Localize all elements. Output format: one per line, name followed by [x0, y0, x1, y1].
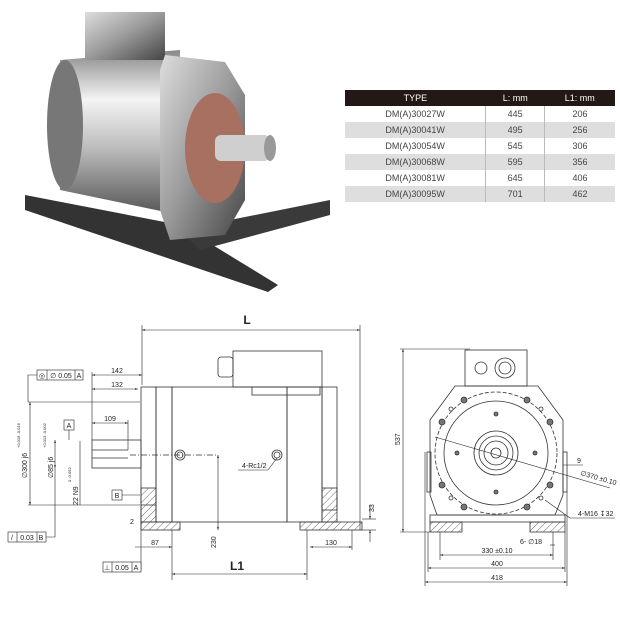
- tolerance-concentricity: ◎ ∅ 0.05 A: [27, 369, 84, 402]
- col-l: L: mm: [485, 90, 545, 106]
- col-type: TYPE: [345, 90, 486, 106]
- cell-l: 701: [485, 186, 545, 202]
- cell-l: 595: [485, 154, 545, 170]
- stator-body: [171, 386, 288, 523]
- svg-text:0.03: 0.03: [20, 535, 34, 542]
- cell-l1: 406: [544, 170, 615, 186]
- front-dimensions: [400, 348, 615, 586]
- cell-l1: 356: [544, 154, 615, 170]
- junction-box: [232, 350, 323, 388]
- cell-l: 495: [485, 122, 545, 138]
- svg-text:◎: ◎: [39, 373, 45, 380]
- side-dimensions: [28, 325, 376, 580]
- cell-type: DM(A)30054W: [385, 141, 445, 151]
- holes-label: 6- ∅18: [520, 539, 542, 546]
- cable-gland: [217, 356, 234, 378]
- tolerance-perpendicularity: ⊥ 0.05 A: [102, 561, 142, 573]
- svg-text:B: B: [115, 493, 120, 500]
- cell-l: 545: [485, 138, 545, 154]
- svg-text:A: A: [77, 373, 82, 380]
- junction-box: [85, 12, 165, 60]
- svg-text:0.05: 0.05: [115, 565, 129, 572]
- dim-87: 87: [151, 540, 159, 547]
- motor-body: [60, 50, 180, 215]
- cell-l1: 306: [544, 138, 615, 154]
- svg-text:/: /: [11, 535, 13, 542]
- shaft: [215, 135, 270, 161]
- flange: [140, 386, 157, 506]
- base-rail-left: [25, 195, 278, 292]
- dim-230: 230: [211, 536, 218, 548]
- cell-l1: 462: [544, 186, 615, 202]
- flange-circle: [443, 400, 549, 506]
- cell-l1: 206: [544, 106, 615, 122]
- dim-109: 109: [104, 416, 116, 423]
- dim-2: 2: [130, 519, 134, 526]
- port-hole: [271, 449, 283, 461]
- dim-132: 132: [111, 382, 123, 389]
- cell-type: DM(A)30041W: [345, 122, 486, 138]
- junction-box-front: [464, 349, 528, 387]
- cell-type: DM(A)30027W: [385, 109, 445, 119]
- dim-22-tol: 0 -0.052: [67, 467, 72, 482]
- svg-text:A: A: [67, 423, 72, 430]
- front-labels: 537 9 ∅370 ±0.10 4-M16 ↧32 6- ∅18 330 ±0…: [395, 433, 617, 582]
- dim-300-tol: +0.016 -0.016: [16, 422, 21, 448]
- svg-text:A: A: [134, 565, 139, 572]
- datum-a: A: [63, 419, 75, 440]
- cell-type: DM(A)30095W: [345, 186, 486, 202]
- front-view: [426, 349, 568, 533]
- svg-text:⊥: ⊥: [104, 565, 110, 572]
- dim-33: 33: [369, 504, 376, 512]
- dim-85: ∅85 j6: [48, 457, 55, 478]
- datum-b: B: [111, 489, 140, 501]
- dim-l: L: [243, 313, 250, 327]
- tolerance-runout: / 0.03 B: [7, 468, 56, 543]
- motor-photo: [25, 12, 330, 292]
- col-l1: L1: mm: [544, 90, 615, 106]
- svg-text:∅ 0.05: ∅ 0.05: [50, 373, 72, 380]
- dim-22: 22 N9: [73, 486, 80, 505]
- port-label: 4-Rc1/2: [242, 463, 267, 470]
- shaft: [91, 439, 142, 469]
- svg-text:B: B: [39, 535, 44, 542]
- dim-300: ∅300 j6: [22, 453, 29, 478]
- dim-9: 9: [577, 458, 581, 465]
- cell-type: DM(A)30068W: [345, 154, 486, 170]
- dim-400: 400: [491, 561, 503, 568]
- cell-l1: 256: [544, 122, 615, 138]
- dim-130: 130: [325, 540, 337, 547]
- cell-type: DM(A)30081W: [385, 173, 445, 183]
- dim-85-tol: +0.013 -0.002: [42, 422, 47, 448]
- flange-outline: [429, 385, 564, 516]
- cell-l: 645: [485, 170, 545, 186]
- dim-418: 418: [491, 575, 503, 582]
- dim-537: 537: [395, 433, 402, 445]
- dim-142: 142: [111, 368, 123, 375]
- dim-330: 330 ±0.10: [481, 548, 512, 555]
- side-view: [91, 350, 363, 531]
- base-rail-right: [180, 200, 330, 250]
- side-labels: L L1 142 132 109 ∅300 j6 +0.016 -0.016 ∅…: [7, 313, 376, 573]
- cell-l: 445: [485, 106, 545, 122]
- thread-label: 4-M16 ↧32: [578, 510, 614, 518]
- dim-l1: L1: [230, 559, 244, 573]
